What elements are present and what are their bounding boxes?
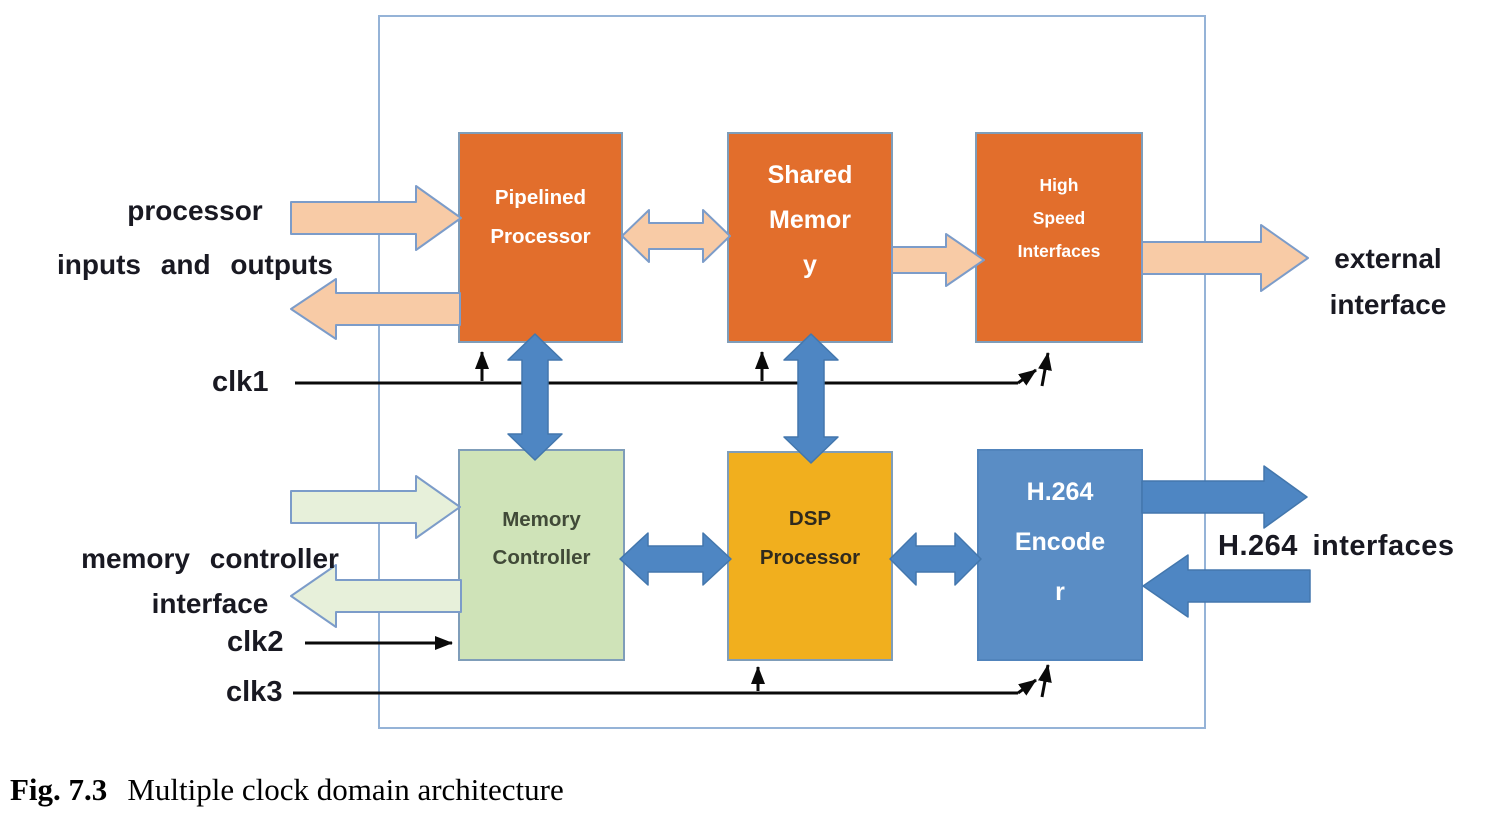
block-label-line: Memory — [502, 508, 581, 531]
block-label-line: Memor — [769, 206, 851, 234]
label-external-interface: external interface — [1308, 236, 1468, 328]
label-line: inputs and outputs — [57, 249, 333, 280]
figure-caption-text: Multiple clock domain architecture — [127, 772, 564, 807]
label-memory-controller-interface: memory controller interface — [30, 536, 390, 626]
block-label-line: Pipelined — [494, 186, 587, 209]
block-label-line: DSP — [788, 507, 832, 530]
label-h264-interfaces: H.264 interfaces — [1218, 530, 1455, 562]
block-label-line: Processor — [759, 546, 861, 569]
label-clk3: clk3 — [226, 676, 283, 708]
block-label-line: Processor — [490, 225, 591, 248]
block-label-line: High — [1039, 175, 1079, 195]
block-label-line: Speed — [1032, 208, 1086, 228]
block-label-line: Shared — [767, 161, 853, 189]
figure-caption: Fig. 7.3 Multiple clock domain architectu… — [10, 772, 564, 808]
block-label-line: Encode — [1014, 528, 1106, 556]
block-label-line: Controller — [492, 546, 591, 569]
block-high-speed-interfaces: High Speed Interfaces — [975, 132, 1143, 343]
block-label-line: y — [803, 251, 817, 279]
block-dsp-processor: DSP Processor — [727, 451, 893, 661]
clock-domain-boundary-frame — [378, 15, 1206, 729]
figure-caption-number: Fig. 7.3 — [10, 772, 108, 807]
label-processor-inputs-outputs: processor inputs and outputs — [10, 184, 380, 292]
block-label-line: r — [1055, 578, 1065, 606]
label-line: external — [1334, 243, 1442, 274]
block-memory-controller: Memory Controller — [458, 449, 625, 661]
block-shared-memory: Shared Memor y — [727, 132, 893, 343]
label-clk2: clk2 — [227, 626, 284, 658]
label-line: interface — [1329, 289, 1447, 320]
label-line: memory controller — [81, 543, 339, 574]
label-line: interface — [151, 588, 269, 619]
block-h264-encoder: H.264 Encode r — [977, 449, 1143, 661]
block-label-line: H.264 — [1026, 478, 1094, 506]
block-pipelined-processor: Pipelined Processor — [458, 132, 623, 343]
block-label-line: Interfaces — [1017, 241, 1101, 261]
label-line: processor — [127, 195, 263, 226]
label-clk1: clk1 — [212, 366, 269, 398]
